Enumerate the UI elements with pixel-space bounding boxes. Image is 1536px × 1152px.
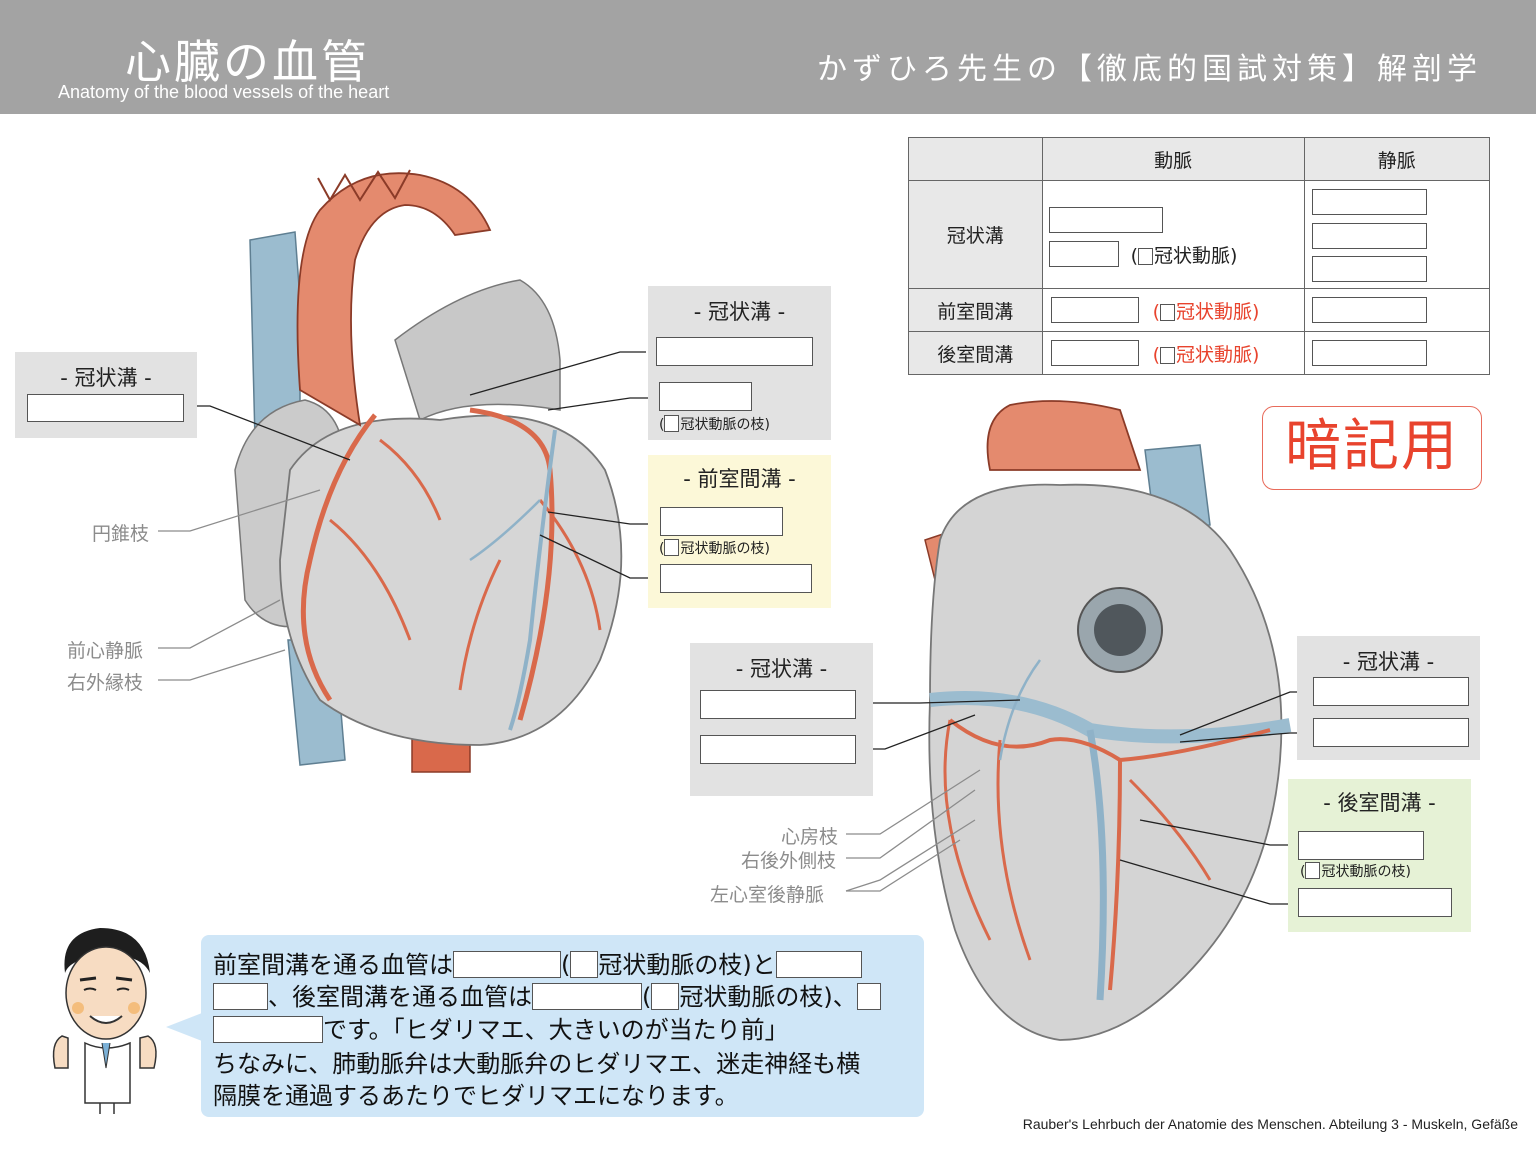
artery-note: (冠状動脈) xyxy=(1152,301,1260,323)
answer-blank[interactable] xyxy=(1048,241,1119,267)
anterior-heart-illustration xyxy=(234,169,623,773)
label-atrial-branch: 心房枝 xyxy=(781,826,839,848)
label-right-marginal-branch: 右外縁枝 xyxy=(67,672,144,694)
posterior-right-coronary-box: - 冠状溝 - xyxy=(1297,636,1480,760)
table-corner xyxy=(908,137,1043,181)
answer-blank[interactable] xyxy=(659,382,752,411)
label-right-posterolateral-branch: 右後外側枝 xyxy=(741,850,837,872)
bubble-line-5: 隔膜を通過するあたりでヒダリマエになります。 xyxy=(213,1082,739,1110)
branch-note: (冠状動脈の枝) xyxy=(659,539,770,557)
box-title: - 前室間溝 - xyxy=(683,467,796,491)
answer-blank[interactable] xyxy=(1311,223,1427,249)
memorization-stamp: 暗記用 xyxy=(1262,406,1482,490)
bubble-line-4: ちなみに、肺動脈弁は大動脈弁のヒダリマエ、迷走神経も横 xyxy=(213,1050,861,1078)
top-coronary-box: - 冠状溝 - (冠状動脈の枝) xyxy=(648,286,831,440)
answer-blank[interactable] xyxy=(213,983,268,1010)
col-vein-header: 静脈 xyxy=(1303,137,1491,181)
left-coronary-box: - 冠状溝 - xyxy=(15,352,197,438)
answer-square[interactable] xyxy=(1159,304,1175,321)
answer-blank[interactable] xyxy=(1298,888,1452,917)
answer-blank[interactable] xyxy=(1050,297,1139,323)
box-title: - 冠状溝 - xyxy=(735,657,828,681)
answer-blank[interactable] xyxy=(1311,297,1427,323)
label-conus-branch: 円錐枝 xyxy=(92,523,150,545)
bubble-line-2: 、後室間溝を通る血管は(冠状動脈の枝)、 xyxy=(213,977,881,1012)
anterior-interventricular-box: - 前室間溝 - (冠状動脈の枝) xyxy=(648,455,831,608)
answer-blank[interactable] xyxy=(660,507,783,536)
answer-blank[interactable] xyxy=(453,951,561,978)
posterior-heart-illustration xyxy=(924,400,1292,1041)
page-title: 心臓の血管 xyxy=(125,35,370,89)
page-subtitle: Anatomy of the blood vessels of the hear… xyxy=(58,82,390,102)
answer-blank[interactable] xyxy=(1311,340,1427,366)
row-anterior-label: 前室間溝 xyxy=(908,288,1043,332)
answer-blank[interactable] xyxy=(1298,831,1424,860)
answer-square[interactable] xyxy=(1305,862,1321,879)
answer-square[interactable] xyxy=(664,539,680,556)
answer-square[interactable] xyxy=(664,415,680,432)
row-posterior-label: 後室間溝 xyxy=(908,331,1043,375)
col-artery-header: 動脈 xyxy=(1041,137,1305,181)
cell-artery: (冠状動脈) xyxy=(1041,180,1305,289)
posterior-interventricular-box: - 後室間溝 - (冠状動脈の枝) xyxy=(1288,779,1471,932)
summary-table: 動脈 静脈 冠状溝 (冠状動脈) 前室間溝 (冠状動脈) 後室間溝 (冠状動脈) xyxy=(908,137,1491,375)
answer-blank[interactable] xyxy=(570,951,599,978)
branch-note: (冠状動脈の枝) xyxy=(659,415,770,433)
box-title: - 冠状溝 - xyxy=(1342,650,1435,674)
answer-blank[interactable] xyxy=(213,1016,323,1043)
teacher-illustration xyxy=(52,928,157,1114)
series-title: かずひろ先生の【徹底的国試対策】解剖学 xyxy=(817,52,1482,87)
answer-blank[interactable] xyxy=(660,564,812,593)
speech-bubble: 前室間溝を通る血管は(冠状動脈の枝)と 、後室間溝を通る血管は(冠状動脈の枝)、… xyxy=(201,935,924,1117)
bubble-line-1: 前室間溝を通る血管は(冠状動脈の枝)と xyxy=(213,945,862,980)
answer-square[interactable] xyxy=(1159,347,1175,364)
answer-blank[interactable] xyxy=(656,337,813,366)
box-title: - 冠状溝 - xyxy=(60,366,152,390)
answer-blank[interactable] xyxy=(1048,207,1163,233)
cell-artery: (冠状動脈) xyxy=(1041,331,1305,375)
bubble-line-3: です。「ヒダリマエ、大きいのが当たり前」 xyxy=(213,1010,789,1045)
box-title: - 冠状溝 - xyxy=(693,300,786,324)
gray-leader-lines xyxy=(158,489,981,892)
branch-note: (冠状動脈の枝) xyxy=(1300,862,1411,880)
cell-vein xyxy=(1303,180,1491,289)
answer-blank[interactable] xyxy=(27,394,184,422)
artery-note: (冠状動脈) xyxy=(1152,344,1260,366)
posterior-left-coronary-box: - 冠状溝 - xyxy=(690,643,873,796)
artery-note: (冠状動脈) xyxy=(1130,245,1238,267)
answer-blank[interactable] xyxy=(700,690,856,719)
cell-artery: (冠状動脈) xyxy=(1041,288,1305,332)
cell-vein xyxy=(1303,288,1491,332)
answer-blank[interactable] xyxy=(1050,340,1139,366)
header-bar: 心臓の血管 Anatomy of the blood vessels of th… xyxy=(0,0,1536,114)
answer-blank[interactable] xyxy=(775,951,862,978)
answer-blank[interactable] xyxy=(1311,256,1427,282)
label-anterior-cardiac-vein: 前心静脈 xyxy=(67,640,144,662)
row-coronary-label: 冠状溝 xyxy=(908,180,1043,289)
answer-square[interactable] xyxy=(1137,248,1153,265)
answer-blank[interactable] xyxy=(532,983,642,1010)
box-title: - 後室間溝 - xyxy=(1323,791,1436,815)
answer-blank[interactable] xyxy=(651,983,680,1010)
cell-vein xyxy=(1303,331,1491,375)
answer-blank[interactable] xyxy=(1313,677,1469,706)
speech-bubble-tail xyxy=(166,1013,202,1041)
source-credit: Rauber's Lehrbuch der Anatomie des Mensc… xyxy=(1022,1116,1518,1132)
label-left-ventricle-posterior-vein: 左心室後静脈 xyxy=(710,884,825,906)
answer-blank[interactable] xyxy=(700,735,856,764)
answer-blank[interactable] xyxy=(1311,189,1427,215)
answer-blank[interactable] xyxy=(1313,718,1469,747)
answer-blank[interactable] xyxy=(856,983,881,1010)
